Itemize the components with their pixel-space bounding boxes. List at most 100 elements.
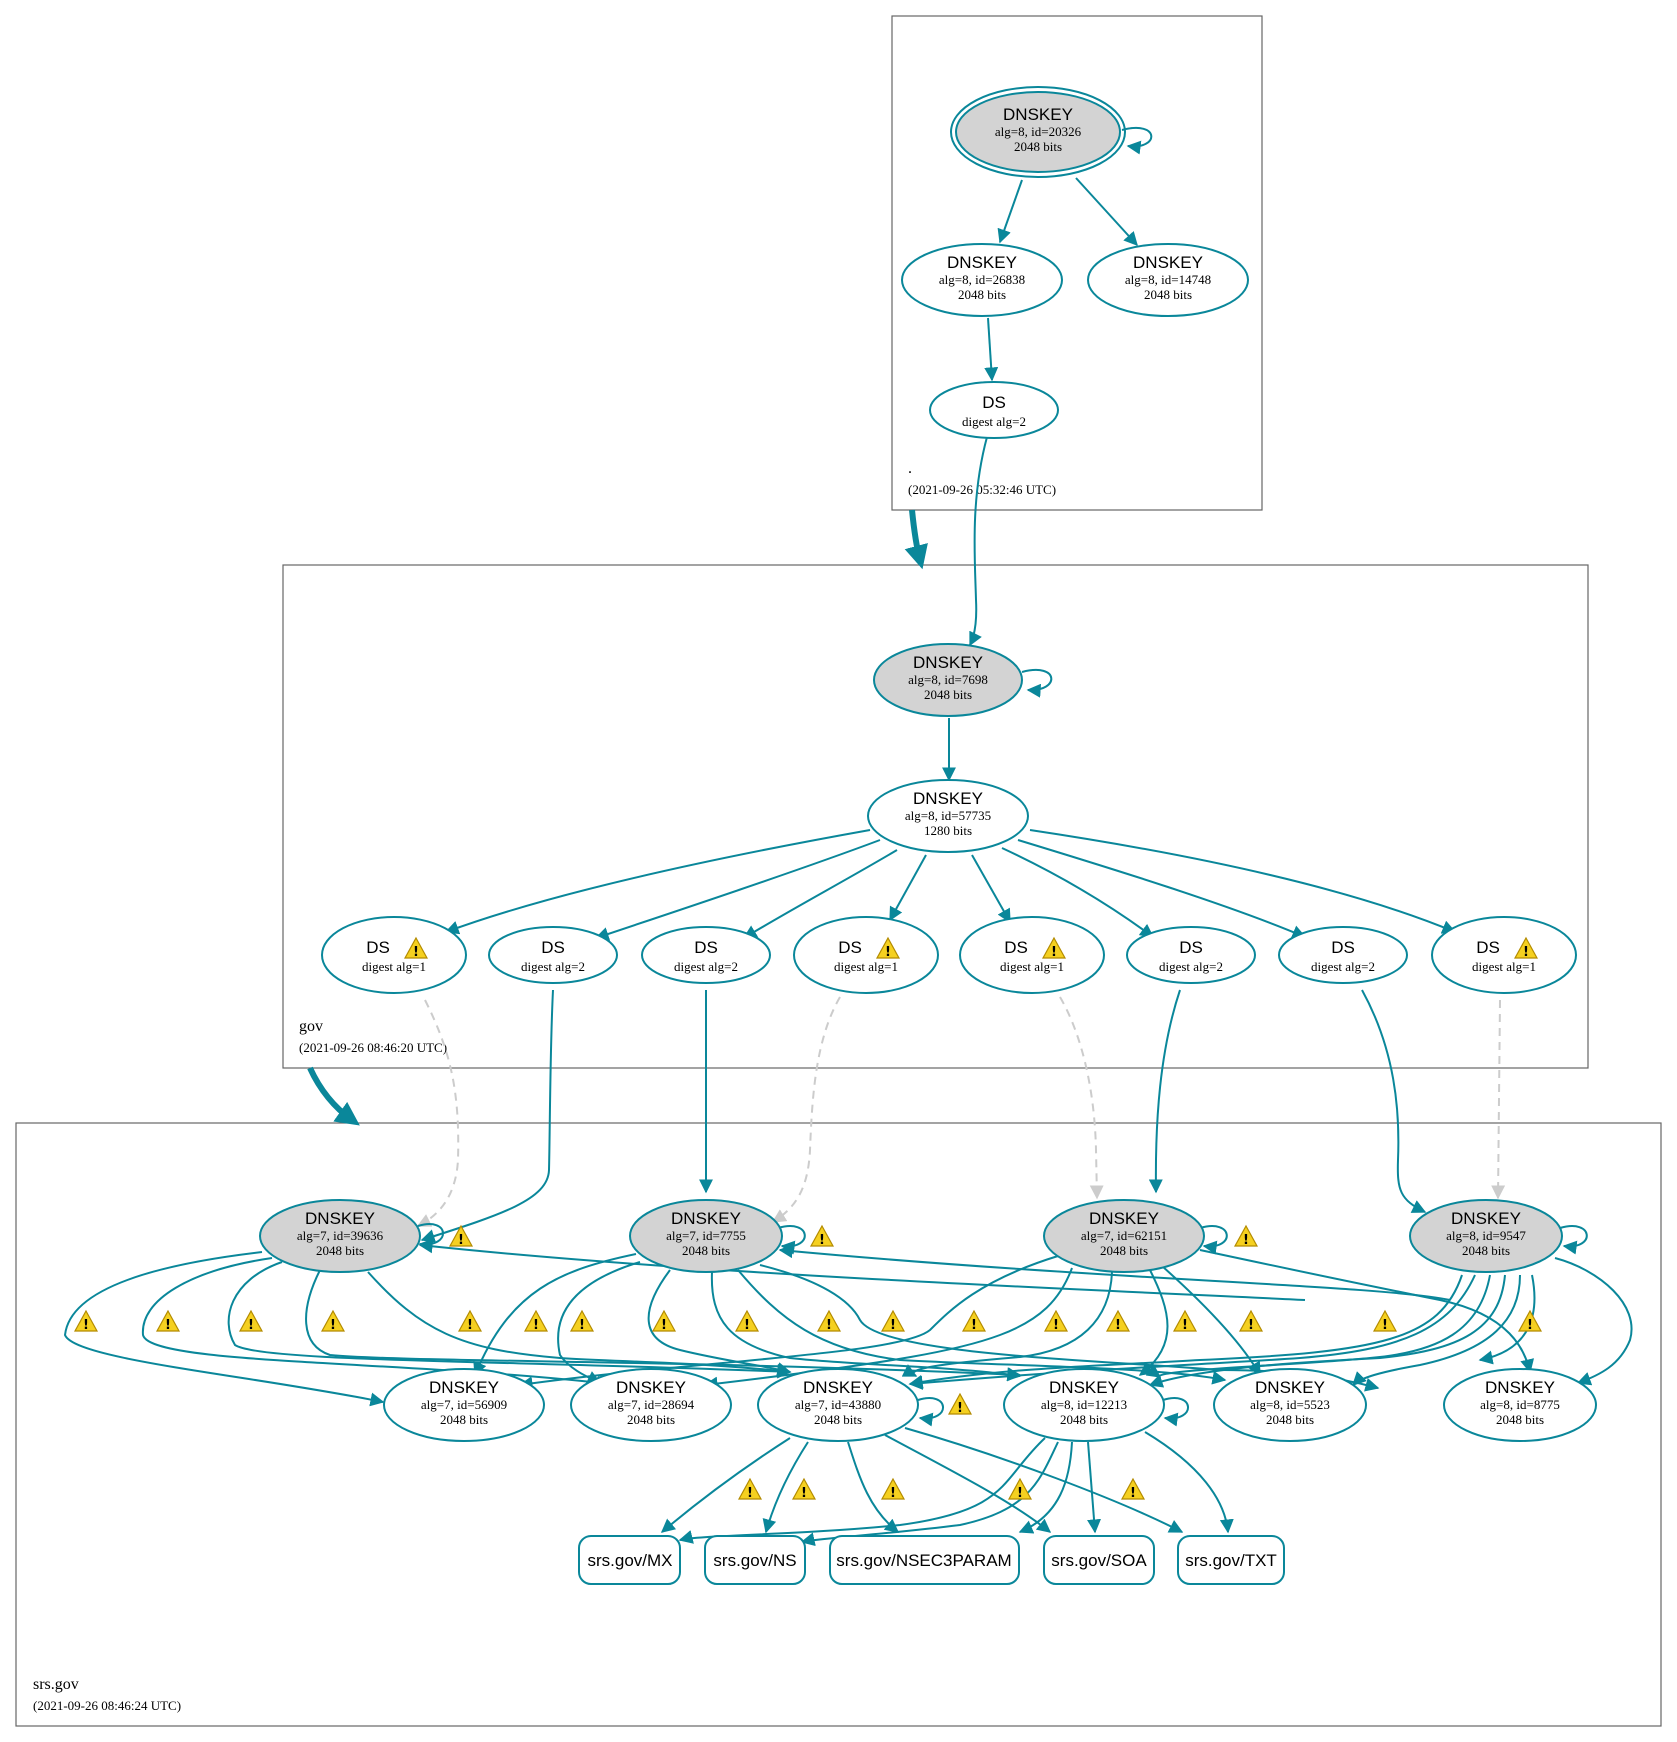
node-ellipse: [873, 643, 1023, 717]
edge-warning-icon: !: [880, 1477, 906, 1501]
svg-text:!: !: [1523, 945, 1529, 960]
node-ellipse: [757, 1368, 919, 1442]
node-detail-label: digest alg=1: [362, 959, 426, 974]
edge-warning-icon: !: [880, 1309, 906, 1333]
svg-text:!: !: [885, 945, 891, 960]
node-size-label: 2048 bits: [924, 687, 972, 702]
node-ellipse: [383, 1368, 545, 1442]
svg-text:!: !: [661, 1318, 667, 1333]
rrset-txt[interactable]: srs.gov/TXT: [1177, 1535, 1285, 1585]
node-type-label: DNSKEY: [671, 1209, 741, 1228]
edge-warning-icon: !: [1172, 1309, 1198, 1333]
edge-warning-icon: !: [737, 1477, 763, 1501]
node-size-label: 2048 bits: [1144, 287, 1192, 302]
svg-text:!: !: [826, 1318, 832, 1333]
rrset-soa[interactable]: srs.gov/SOA: [1043, 1535, 1155, 1585]
node-size-label: 2048 bits: [814, 1412, 862, 1427]
ds-warning-icon: !: [1041, 936, 1067, 960]
zone-srs-name: srs.gov: [33, 1676, 79, 1693]
rrset-nsec3param[interactable]: srs.gov/NSEC3PARAM: [829, 1535, 1020, 1585]
node-ellipse: [570, 1368, 732, 1442]
svg-text:!: !: [1051, 945, 1057, 960]
node-ellipse: [641, 926, 771, 984]
edge-warning-icon: !: [809, 1224, 835, 1248]
node-ellipse: [1278, 926, 1408, 984]
self-loops: [417, 127, 1588, 1427]
node-detail-label: alg=8, id=20326: [995, 124, 1082, 139]
rrset-mx[interactable]: srs.gov/MX: [578, 1535, 681, 1585]
edge-warning-icon: !: [73, 1309, 99, 1333]
svg-text:!: !: [890, 1486, 896, 1501]
node-type-label: DNSKEY: [305, 1209, 375, 1228]
node-type-label: DNSKEY: [1255, 1378, 1325, 1397]
rrset-txt-label: srs.gov/TXT: [1185, 1551, 1277, 1570]
ds-warning-icon: !: [875, 936, 901, 960]
svg-text:!: !: [971, 1318, 977, 1333]
svg-text:!: !: [1527, 1318, 1533, 1333]
node-type-label: DNSKEY: [913, 653, 983, 672]
zone-gov-timestamp: (2021-09-26 08:46:20 UTC): [299, 1040, 447, 1055]
node-detail-label: alg=8, id=7698: [908, 672, 988, 687]
node-ellipse: [867, 779, 1029, 853]
svg-text:!: !: [467, 1318, 473, 1333]
node-type-label: DNSKEY: [947, 253, 1017, 272]
ds-warning-icon: !: [1513, 936, 1539, 960]
node-size-label: 2048 bits: [682, 1243, 730, 1258]
node-type-label: DNSKEY: [1133, 253, 1203, 272]
node-detail-label: alg=8, id=9547: [1446, 1228, 1526, 1243]
edge-warning-icon: !: [457, 1309, 483, 1333]
node-size-label: 2048 bits: [627, 1412, 675, 1427]
svg-text:!: !: [801, 1486, 807, 1501]
node-detail-label: digest alg=2: [1159, 959, 1223, 974]
svg-text:!: !: [579, 1318, 585, 1333]
node-type-label: DNSKEY: [1049, 1378, 1119, 1397]
edges-gov: [444, 718, 1457, 941]
svg-text:!: !: [1248, 1318, 1254, 1333]
node-detail-label: digest alg=1: [1472, 959, 1536, 974]
node-detail-label: digest alg=2: [1311, 959, 1375, 974]
node-type-label: DS: [541, 938, 565, 957]
node-detail-label: digest alg=2: [962, 414, 1026, 429]
edges-root: [969, 177, 1138, 647]
node-detail-label: alg=7, id=56909: [421, 1397, 507, 1412]
node-ellipse: [1409, 1199, 1563, 1273]
node-size-label: 2048 bits: [1496, 1412, 1544, 1427]
zone-gov: gov (2021-09-26 08:46:20 UTC): [282, 564, 1589, 1069]
svg-text:!: !: [1243, 1233, 1249, 1248]
edge-warning-icon: !: [651, 1309, 677, 1333]
node-type-label: DS: [694, 938, 718, 957]
edge-warning-icon: !: [320, 1309, 346, 1333]
rrset-ns[interactable]: srs.gov/NS: [704, 1535, 806, 1585]
node-ellipse: [901, 243, 1063, 317]
node-ellipse: [1003, 1368, 1165, 1442]
node-detail-label: alg=8, id=5523: [1250, 1397, 1330, 1412]
edge-warning-icon: !: [523, 1309, 549, 1333]
edge-warning-icon: !: [1105, 1309, 1131, 1333]
svg-text:!: !: [413, 945, 419, 960]
